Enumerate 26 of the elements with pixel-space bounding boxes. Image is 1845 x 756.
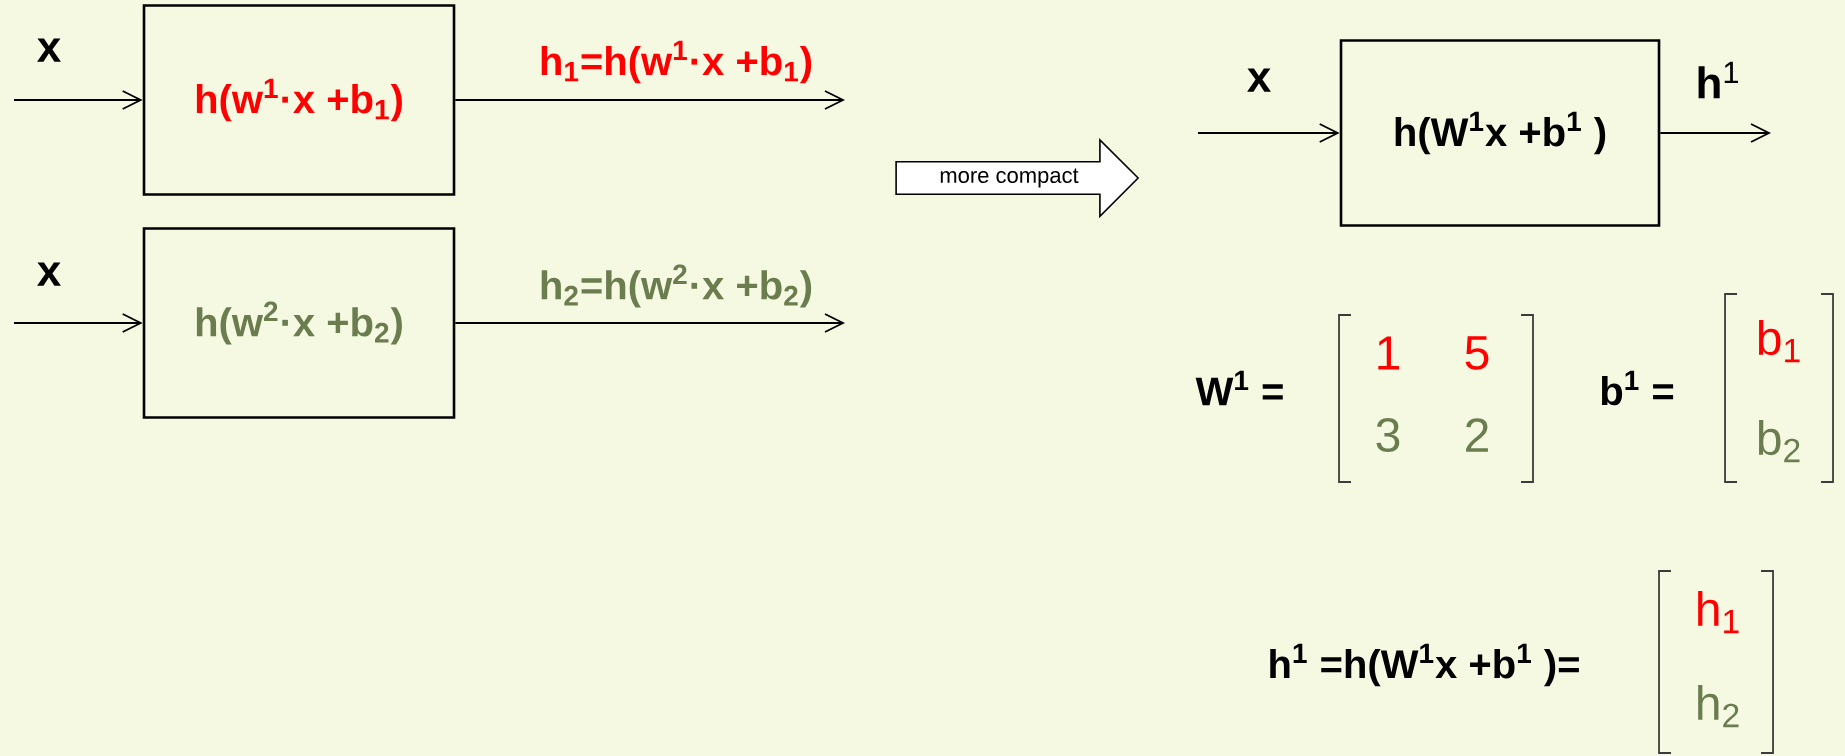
arrow [1197, 123, 1340, 143]
arrow [454, 313, 846, 333]
formula-label: 5 [1465, 336, 1489, 370]
formula-label: h$_{2}$ [1698, 684, 1739, 728]
formula-label: W$^{1}$ = [1195, 370, 1283, 406]
formula-label: h$_{2}$=h(w$^{2}$·x +b$_{2}$) [541, 264, 812, 308]
function-box: h(w$^{1}$·x +b$_{1}$) [142, 4, 456, 196]
formula-label: 2 [1466, 418, 1488, 452]
formula-label: 1 [1378, 336, 1399, 370]
formula-label: h$_{1}$=h(w$^{1}$·x +b$_{1}$) [541, 40, 812, 84]
formula-label: h$^{1}$ =h(W$^{1}$x +b$^{1}$ )= [1270, 643, 1579, 687]
formula-label: x [1247, 68, 1271, 92]
function-box: h(W$^{1}$x +b$^{1}$ ) [1339, 39, 1661, 227]
arrow [13, 90, 143, 110]
function-box: h(w$^{2}$·x +b$_{2}$) [142, 227, 456, 419]
formula-label: b$^{1}$ = [1601, 370, 1674, 406]
formula-label: h$^{1}$ [1698, 61, 1738, 99]
formula-label: b$_{1}$ [1758, 319, 1800, 363]
formula-label: x [37, 38, 61, 62]
formula-label: b$_{2}$ [1758, 419, 1800, 463]
formula-label: h$_{1}$ [1698, 590, 1739, 634]
arrow [13, 313, 143, 333]
arrow [1659, 123, 1772, 143]
formula-label: 3 [1376, 418, 1400, 452]
arrow [454, 90, 846, 110]
formula-label: x [37, 262, 61, 286]
